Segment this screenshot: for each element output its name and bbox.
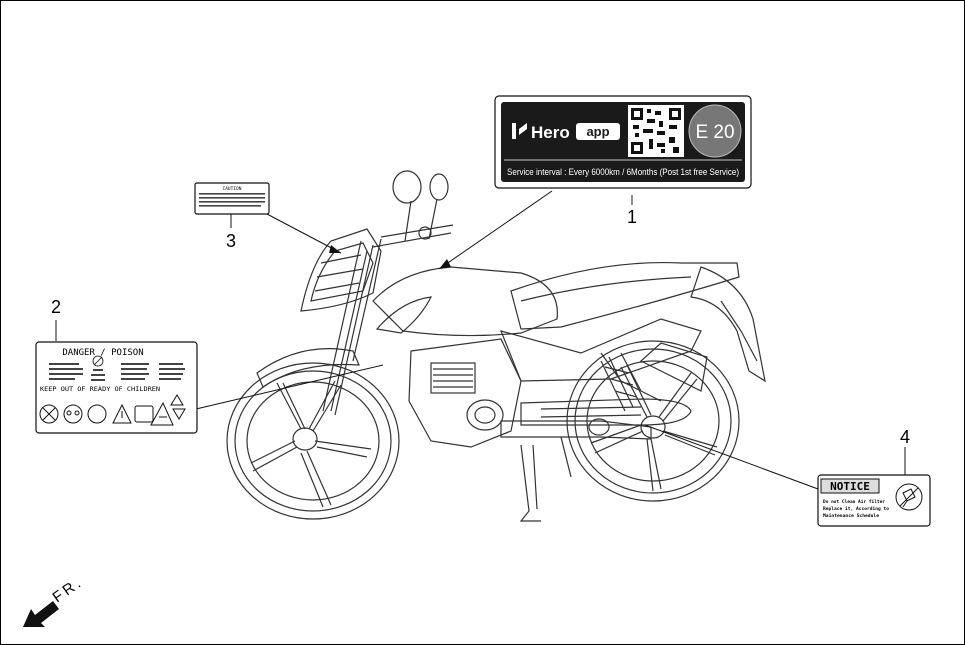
warning-pictograms bbox=[39, 394, 186, 426]
label-3-caution: CAUTION bbox=[194, 182, 270, 215]
leader-lines bbox=[55, 164, 906, 490]
frame bbox=[499, 318, 708, 402]
arrowhead-1 bbox=[439, 259, 451, 269]
explosive-warning-icon bbox=[150, 401, 174, 426]
swingarm bbox=[500, 356, 652, 440]
leader-line-4 bbox=[644, 424, 819, 490]
no-smoking-icon bbox=[92, 355, 104, 367]
battery-icon bbox=[134, 405, 154, 423]
front-direction-arrow-icon bbox=[23, 601, 59, 627]
corrosive-warning-icon bbox=[112, 403, 132, 424]
caution-small-text bbox=[199, 193, 265, 207]
leader-line-2 bbox=[195, 364, 384, 410]
seat bbox=[510, 261, 740, 330]
recycle-icon bbox=[170, 394, 184, 406]
label-2-danger-poison: DANGER / POISON KEEP OUT OF READY OF CHI… bbox=[35, 341, 198, 434]
leader-line-1 bbox=[438, 190, 553, 270]
notice-line-2: Replace it, According to bbox=[823, 506, 889, 512]
danger-small-text bbox=[49, 363, 185, 381]
label-4-notice: NOTICE Do not Clean Air filter Replace i… bbox=[817, 474, 931, 527]
headlight-fairing bbox=[300, 228, 382, 312]
callout-4: 4 bbox=[900, 427, 910, 447]
keep-out-of-reach-text: KEEP OUT OF READY OF CHILDREN bbox=[40, 386, 160, 393]
danger-poison-title: DANGER / POISON bbox=[62, 348, 143, 358]
engine bbox=[408, 338, 522, 448]
arrowhead-3 bbox=[329, 245, 341, 253]
no-fire-icon bbox=[39, 404, 59, 424]
rear-tail bbox=[690, 266, 766, 383]
motorcycle-drawing bbox=[226, 170, 766, 522]
callout-3: 3 bbox=[226, 231, 236, 251]
service-interval-text: Service interval : Every 6000km / 6Month… bbox=[507, 167, 739, 178]
hero-app-text: app bbox=[586, 124, 609, 139]
keep-away-children-icon bbox=[87, 404, 107, 424]
hero-brand-text: Hero bbox=[531, 123, 570, 142]
qr-code-icon bbox=[628, 105, 684, 157]
fuel-tank bbox=[372, 266, 558, 337]
no-cleaning-air-filter-icon bbox=[895, 483, 923, 511]
notice-line-1: Do not Clean Air filter bbox=[823, 499, 885, 505]
e20-badge-text: E 20 bbox=[695, 122, 734, 143]
front-fork bbox=[256, 238, 382, 416]
front-wheel bbox=[226, 362, 400, 520]
notice-line-3: Maintenance Schedule bbox=[823, 513, 879, 519]
hero-logo-icon bbox=[512, 123, 527, 139]
label-1-hero-app: Hero app E 20 Service interval : Every 6… bbox=[494, 95, 752, 189]
exhaust bbox=[520, 398, 692, 426]
caution-title: CAUTION bbox=[223, 186, 242, 192]
leader-line-3 bbox=[266, 213, 342, 254]
eye-protection-icon bbox=[63, 404, 83, 424]
front-direction-label: FR. bbox=[50, 573, 87, 606]
callout-2: 2 bbox=[51, 297, 61, 317]
side-stand bbox=[519, 436, 572, 522]
notice-title: NOTICE bbox=[830, 480, 870, 493]
callout-1: 1 bbox=[627, 207, 637, 227]
handlebar bbox=[372, 170, 454, 248]
